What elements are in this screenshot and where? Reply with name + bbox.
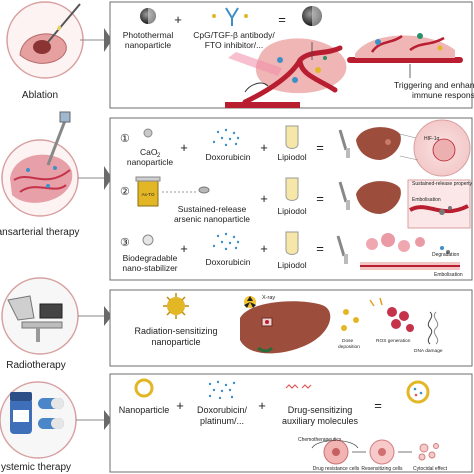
row1-number: ① (120, 133, 130, 145)
plus-sign-r2: + (260, 191, 268, 206)
ablation-icon (6, 1, 84, 79)
nanoparticle-ring-icon (134, 378, 154, 398)
loaded-nanoparticle-systemic-icon (406, 380, 430, 404)
arsenic-particle-icon (198, 186, 210, 194)
cpg-antibody-icon (212, 7, 248, 26)
equals-sign-r2: = (316, 191, 324, 206)
ablation-tumor-illustration (225, 38, 347, 108)
lipiodol-label-r2: Lipiodol (277, 206, 306, 216)
embolisation-tag-r2: Embolisation (412, 197, 441, 203)
radiosensitizer-label-1: Radiation-sensitizing (134, 326, 217, 336)
sustained-release-tag: Sustained-release property (412, 181, 473, 187)
degradation-tag: Degradation (432, 252, 459, 258)
equals-sign-r1: = (316, 140, 324, 155)
xray-label: X-ray (262, 295, 275, 301)
equals-sign-r3: = (316, 241, 324, 256)
cao2-nanoparticle-icon (143, 128, 153, 138)
embolisation-tag-r3: Embolisation (434, 272, 463, 278)
cao2-label-sub: 2 (157, 153, 161, 159)
photothermal-label-2: nanoparticle (125, 40, 172, 50)
transarterial-label: ansarterial therapy (0, 227, 79, 238)
plus-sign: + (174, 12, 182, 27)
auxiliary-molecules-icon (285, 384, 312, 389)
lipiodol-tube-r3 (285, 231, 299, 255)
dna-damage-tag: DNA damage (414, 348, 443, 354)
plus-sign-s1: + (176, 398, 184, 413)
sustained-label-2: arsenic nanoparticle (174, 214, 250, 224)
connector-lines (76, 28, 112, 430)
arsenic-vial-label: As-TO (142, 192, 155, 197)
lipiodol-label-r3: Lipiodol (277, 260, 306, 270)
doxorubicin-platinum-label-2: platinum/... (200, 416, 244, 426)
plus-sign-r1a: + (180, 140, 188, 155)
cpg-label-1: CpG/TGF-β antibody/ (193, 30, 275, 40)
cytocidal-tag: Cytocidal effect (413, 466, 448, 472)
doxorubicin-platinum-label-1: Doxorubicin/ (197, 405, 248, 415)
syringe-r3 (336, 235, 348, 264)
plus-sign-r3a: + (180, 241, 188, 256)
sustained-label-1: Sustained-release (178, 204, 247, 214)
degradation-illustration-r3 (360, 233, 460, 270)
liver-r2 (356, 181, 401, 214)
ros-dna-damage-illustration (341, 297, 439, 345)
immune-response-illustration (347, 33, 463, 78)
syringe-r1 (338, 129, 350, 158)
nano-stabilizer-icon (142, 234, 154, 246)
systemic-label: ystemic therapy (1, 462, 71, 473)
liver-radiotherapy (240, 301, 331, 354)
cao2-label-2: nanoparticle (127, 157, 174, 167)
equals-sign: = (278, 12, 286, 27)
doxorubicin-dots-r1 (212, 128, 240, 147)
doxorubicin-dots-r3 (212, 232, 240, 251)
chemotherapeutics-tag: Chemotherapeutics (298, 437, 342, 443)
resensitizing-tag: Resensitizing cells (361, 466, 403, 472)
arsenic-beaker-icon (135, 176, 161, 207)
immune-response-text-2: immune response (412, 90, 474, 100)
loaded-nanoparticle-icon (302, 6, 322, 26)
syringe-r2 (338, 181, 350, 210)
plus-sign-s2: + (258, 398, 266, 413)
doxorubicin-label-r3: Doxorubicin (206, 257, 251, 267)
radiosensitizer-nanoparticle-icon (163, 293, 189, 319)
lipiodol-tube-r1 (285, 125, 299, 149)
cao2-label-1: CaO (140, 147, 158, 157)
row2-number: ② (120, 186, 130, 198)
plus-sign-r1b: + (260, 140, 268, 155)
doxorubicin-dots-systemic (208, 380, 236, 400)
drug-sensitizing-label-2: auxiliary molecules (282, 416, 359, 426)
radiotherapy-label: Radiotherapy (6, 360, 65, 371)
systemic-icon (0, 381, 77, 459)
hif-label: HIF-1α (424, 136, 440, 142)
drug-resistance-tag: Drug resistance cells (313, 466, 360, 472)
row3-number: ③ (120, 237, 130, 249)
dose-tag-2: deposition (338, 344, 360, 350)
radiosensitizer-label-2: nanoparticle (151, 337, 200, 347)
nanoparticle-label: Nanoparticle (119, 405, 170, 415)
stabilizer-label-1: Biodegradable (123, 253, 178, 263)
radiotherapy-icon (1, 277, 79, 355)
drug-sensitizing-label-1: Drug-sensitizing (288, 405, 353, 415)
doxorubicin-label-r1: Doxorubicin (206, 152, 251, 162)
transarterial-icon (1, 111, 79, 217)
photothermal-nanoparticle-icon (140, 8, 156, 24)
plus-sign-r3b: + (260, 241, 268, 256)
ros-tag: ROS generation (376, 338, 411, 344)
lipiodol-label-r1: Lipiodol (277, 152, 306, 162)
cpg-label-2: FTO inhibitor/... (205, 40, 263, 50)
equals-sign-s: = (374, 398, 382, 413)
photothermal-label-1: Photothermal (123, 30, 174, 40)
hif-inset-r1 (399, 119, 471, 177)
dose-tag-1: Dose (342, 338, 354, 344)
immune-response-text-1: Triggering and enhancing (394, 80, 474, 90)
chemoresistance-cells-illustration (311, 439, 439, 465)
liver-r1 (356, 127, 401, 160)
embolisation-inset-r2 (407, 179, 471, 229)
lipiodol-tube-r2 (285, 177, 299, 201)
ablation-label: Ablation (22, 90, 58, 101)
stabilizer-label-2: nano-stabilizer (122, 263, 177, 273)
